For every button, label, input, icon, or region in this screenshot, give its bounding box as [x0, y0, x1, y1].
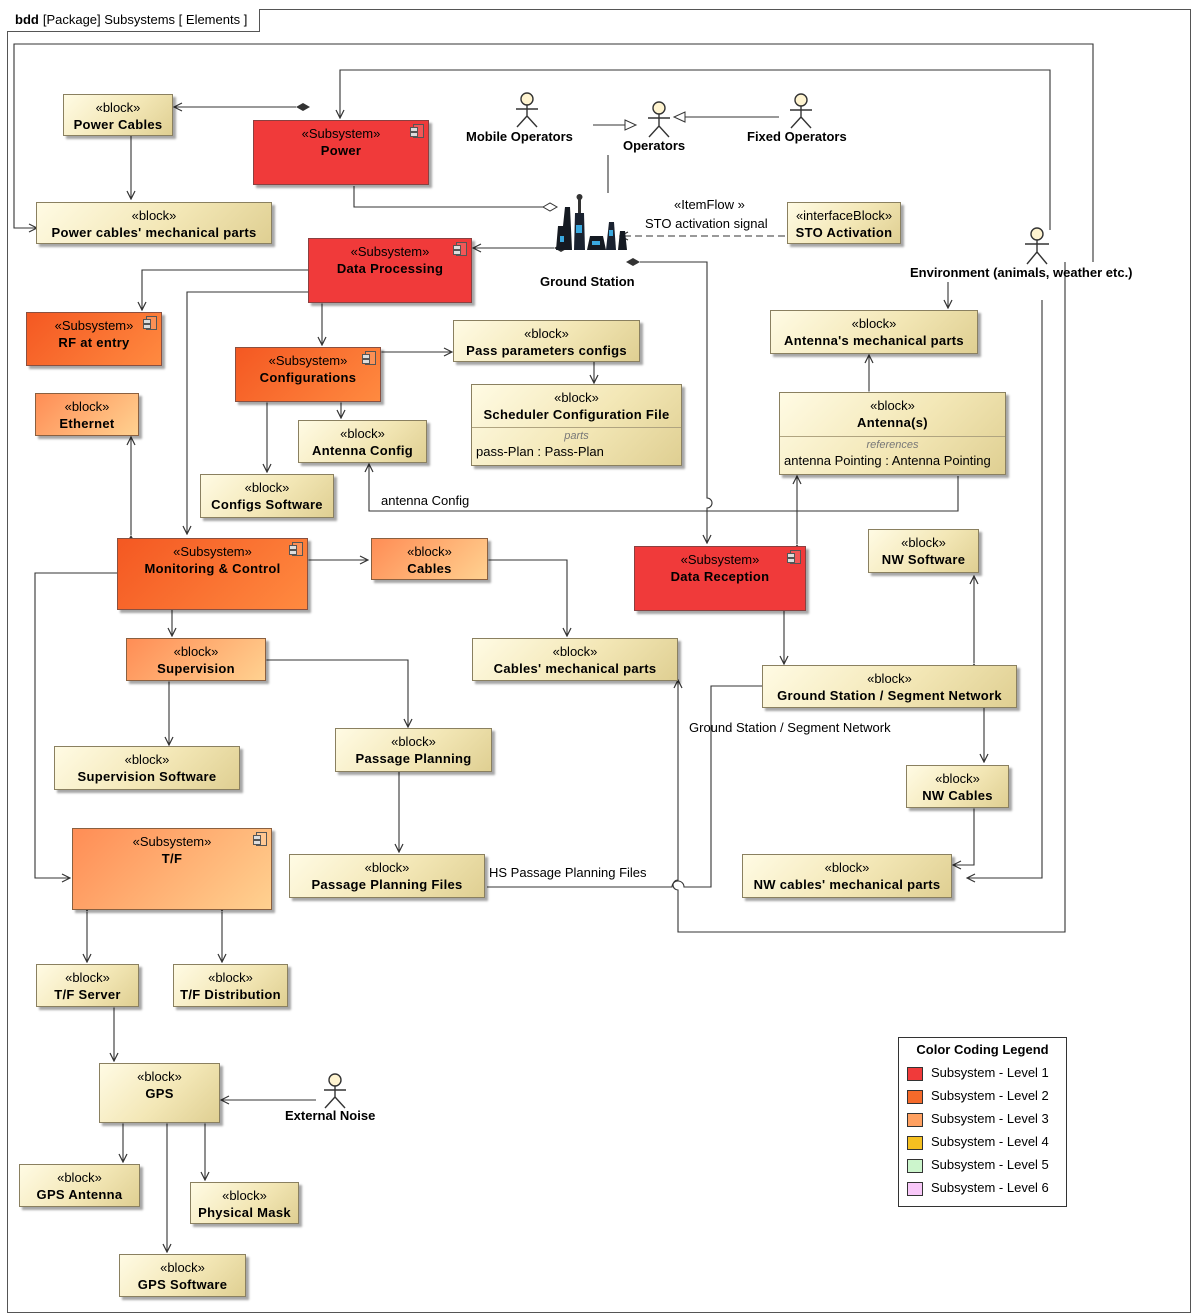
conn-cables-cablesmech	[489, 560, 567, 636]
actor-fixed-operators-label: Fixed Operators	[747, 129, 847, 144]
block-power-cables[interactable]: «block»Power Cables	[63, 94, 173, 136]
block-passage-planning-files[interactable]: «block»Passage Planning Files	[289, 854, 485, 898]
diagram-title: [Package] Subsystems [ Elements ]	[42, 12, 248, 27]
legend-swatch	[907, 1181, 923, 1196]
block-nw-cables-mechanical[interactable]: «block»NW cables' mechanical parts	[742, 854, 952, 898]
component-icon	[453, 242, 467, 256]
color-coding-legend: Color Coding Legend Subsystem - Level 1 …	[898, 1037, 1067, 1207]
block-gps[interactable]: «block»GPS	[99, 1063, 220, 1123]
conn-power-groundstation	[353, 186, 559, 212]
subsystem-supervision[interactable]: «block»Supervision	[126, 638, 266, 681]
block-nw-cables[interactable]: «block»NW Cables	[906, 765, 1009, 808]
subsystem-tf[interactable]: «Subsystem»T/F	[72, 828, 272, 910]
actor-environment-label: Environment (animals, weather etc.)	[910, 265, 1133, 280]
actor-fixed-operators-icon	[790, 93, 812, 129]
actor-external-noise-icon	[324, 1073, 346, 1109]
conn-nwcables-nwmech	[953, 809, 974, 865]
conn-dp-monitoring	[187, 292, 308, 534]
component-icon	[253, 832, 267, 846]
conn-monitoring-tf	[34, 573, 117, 878]
conn-outer-power-loop	[13, 43, 1094, 262]
conn-supervision-passage	[267, 660, 408, 727]
item-flow-stereotype: «ItemFlow »	[674, 197, 745, 212]
ground-station-label: Ground Station	[540, 274, 635, 289]
component-icon	[787, 550, 801, 564]
actor-operators-label: Operators	[623, 138, 686, 153]
block-passage-planning[interactable]: «block»Passage Planning	[335, 728, 492, 772]
block-tf-distribution[interactable]: «block»T/F Distribution	[173, 964, 288, 1007]
antenna-config-flow-label: antenna Config	[381, 493, 470, 508]
legend-title: Color Coding Legend	[916, 1042, 1049, 1057]
ground-station-icon	[556, 194, 627, 250]
subsystem-configurations[interactable]: «Subsystem»Configurations	[235, 347, 381, 402]
block-antenna-mechanical-parts[interactable]: «block»Antenna's mechanical parts	[770, 310, 978, 354]
block-supervision-software[interactable]: «block»Supervision Software	[54, 746, 240, 790]
block-nw-software[interactable]: «block»NW Software	[868, 529, 979, 573]
diagram-kind: bdd	[15, 12, 39, 27]
legend-swatch	[907, 1089, 923, 1104]
legend-item: Subsystem - Level 4	[907, 1134, 1049, 1150]
conn-hs-passage-flow	[487, 685, 762, 888]
diagram-frame	[7, 9, 1191, 1313]
subsystem-data-processing[interactable]: «Subsystem»Data Processing	[308, 238, 472, 303]
block-tf-server[interactable]: «block»T/F Server	[36, 964, 139, 1007]
block-pass-parameters-configs[interactable]: «block»Pass parameters configs	[453, 320, 640, 362]
block-physical-mask[interactable]: «block»Physical Mask	[190, 1182, 299, 1224]
subsystem-power[interactable]: «Subsystem»Power	[253, 120, 429, 185]
legend-item: Subsystem - Level 2	[907, 1088, 1049, 1104]
subsystem-ethernet[interactable]: «block»Ethernet	[35, 393, 139, 436]
component-icon	[143, 316, 157, 330]
legend-item: Subsystem - Level 3	[907, 1111, 1049, 1127]
interface-block-sto-activation[interactable]: «interfaceBlock»STO Activation	[787, 202, 901, 244]
gs-network-flow-label: Ground Station / Segment Network	[689, 720, 891, 735]
block-gps-antenna[interactable]: «block»GPS Antenna	[19, 1164, 140, 1207]
subsystem-data-reception[interactable]: «Subsystem»Data Reception	[634, 546, 806, 611]
conn-env-cablesmech	[672, 262, 1066, 933]
block-cables-mechanical-parts[interactable]: «block»Cables' mechanical parts	[472, 638, 678, 681]
subsystem-monitoring-control[interactable]: «Subsystem»Monitoring & Control	[117, 538, 308, 610]
frame-header: bdd[Package] Subsystems [ Elements ]	[7, 9, 261, 32]
legend-swatch	[907, 1112, 923, 1127]
conn-env-power	[340, 69, 1051, 230]
actor-operators-icon	[648, 101, 670, 138]
actor-environment-icon	[1025, 227, 1049, 265]
block-gps-software[interactable]: «block»GPS Software	[119, 1254, 246, 1297]
block-power-cables-mechanical[interactable]: «block»Power cables' mechanical parts	[36, 202, 272, 244]
legend-swatch	[907, 1135, 923, 1150]
actor-external-noise-label: External Noise	[285, 1108, 376, 1123]
sto-signal-label: STO activation signal	[645, 216, 768, 231]
legend-item: Subsystem - Level 1	[907, 1065, 1049, 1081]
block-gs-segment-network[interactable]: «block»Ground Station / Segment Network	[762, 665, 1017, 708]
component-icon	[289, 542, 303, 556]
conn-dp-rf	[142, 270, 308, 310]
component-icon	[410, 124, 424, 138]
conn-gs-datareception	[640, 262, 713, 543]
actor-mobile-operators-icon	[516, 92, 538, 128]
subsystem-cables[interactable]: «block»Cables	[371, 538, 488, 580]
conn-env-nwmech	[967, 300, 1043, 878]
hs-passage-flow-label: HS Passage Planning Files	[489, 865, 647, 880]
component-icon	[362, 351, 376, 365]
actor-mobile-operators-label: Mobile Operators	[466, 129, 573, 144]
legend-item: Subsystem - Level 5	[907, 1157, 1049, 1173]
block-configs-software[interactable]: «block»Configs Software	[200, 474, 334, 518]
subsystem-rf-at-entry[interactable]: «Subsystem»RF at entry	[26, 312, 162, 366]
legend-swatch	[907, 1158, 923, 1173]
legend-item: Subsystem - Level 6	[907, 1180, 1049, 1196]
block-antenna-config[interactable]: «block»Antenna Config	[298, 420, 427, 463]
legend-swatch	[907, 1066, 923, 1081]
